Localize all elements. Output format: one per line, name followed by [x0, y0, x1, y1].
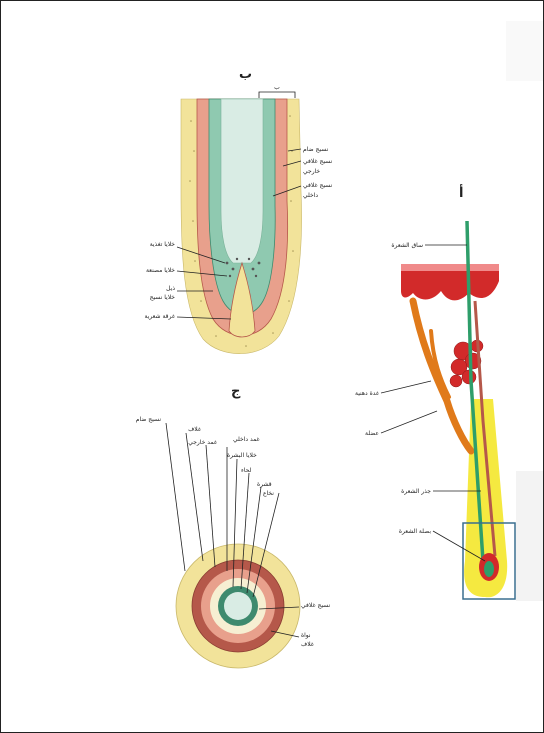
panel-a-letter: أ	[459, 184, 463, 201]
epidermis-top	[401, 264, 499, 271]
label-c-1: نسيج ضام	[136, 416, 162, 423]
hair-core	[221, 99, 263, 263]
label-b-8: ذيل	[166, 285, 175, 292]
background-smudge	[506, 21, 543, 601]
label-c-7: قشرة	[257, 481, 272, 488]
label-b-5: داخلي	[303, 192, 318, 199]
panel-b-bracket	[259, 92, 295, 98]
label-b-4: نسيج غلافي	[303, 182, 333, 189]
panel-c: ج نسيج ضام غلاف غمد خارجي غمد داخلي خلاي…	[136, 384, 331, 668]
panel-c-letter: ج	[231, 384, 241, 399]
label-c-11: غلاف	[301, 641, 314, 648]
c-medulla	[224, 592, 252, 620]
label-c-2: غلاف	[188, 426, 201, 433]
label-a-2: غدة دهنية	[355, 390, 379, 397]
label-a-4: جذر الشعرة	[401, 488, 431, 495]
label-a-1: ساق الشعرة	[391, 242, 423, 249]
panel-a: أ ساق الشعرة غدة دهنية عضلة جذر الشعرة ب…	[355, 184, 515, 599]
label-c-8: نخاع	[263, 490, 274, 497]
panel-b-letter: ب	[239, 67, 252, 82]
label-c-5: خلايا البشرة	[227, 452, 257, 459]
dermal-papilla-a	[484, 561, 494, 577]
label-b-9: خلايا نسيج	[150, 294, 176, 301]
label-c-9: نسيج غلافي	[301, 602, 331, 609]
label-c-6: لحاء	[241, 467, 252, 474]
label-c-10: نواة	[301, 632, 311, 639]
panel-b: ب ب نسيج ضام نسيج غلافي خارجي	[144, 67, 332, 354]
label-c-3: غمد خارجي	[188, 439, 217, 446]
label-a-3: عضلة	[365, 430, 379, 437]
label-c-4: غمد داخلي	[233, 436, 260, 443]
panel-b-bracket-label: ب	[274, 84, 280, 91]
label-b-1: نسيج ضام	[303, 146, 329, 153]
label-b-2: نسيج غلافي	[303, 158, 333, 165]
label-b-7: خلايا مصنعة	[146, 267, 175, 274]
label-b-6: خلايا تغذية	[150, 241, 176, 248]
label-b-3: خارجي	[303, 168, 320, 175]
label-b-10: غرقة شعرية	[144, 313, 175, 320]
label-a-5: بصلة الشعرة	[399, 528, 432, 535]
